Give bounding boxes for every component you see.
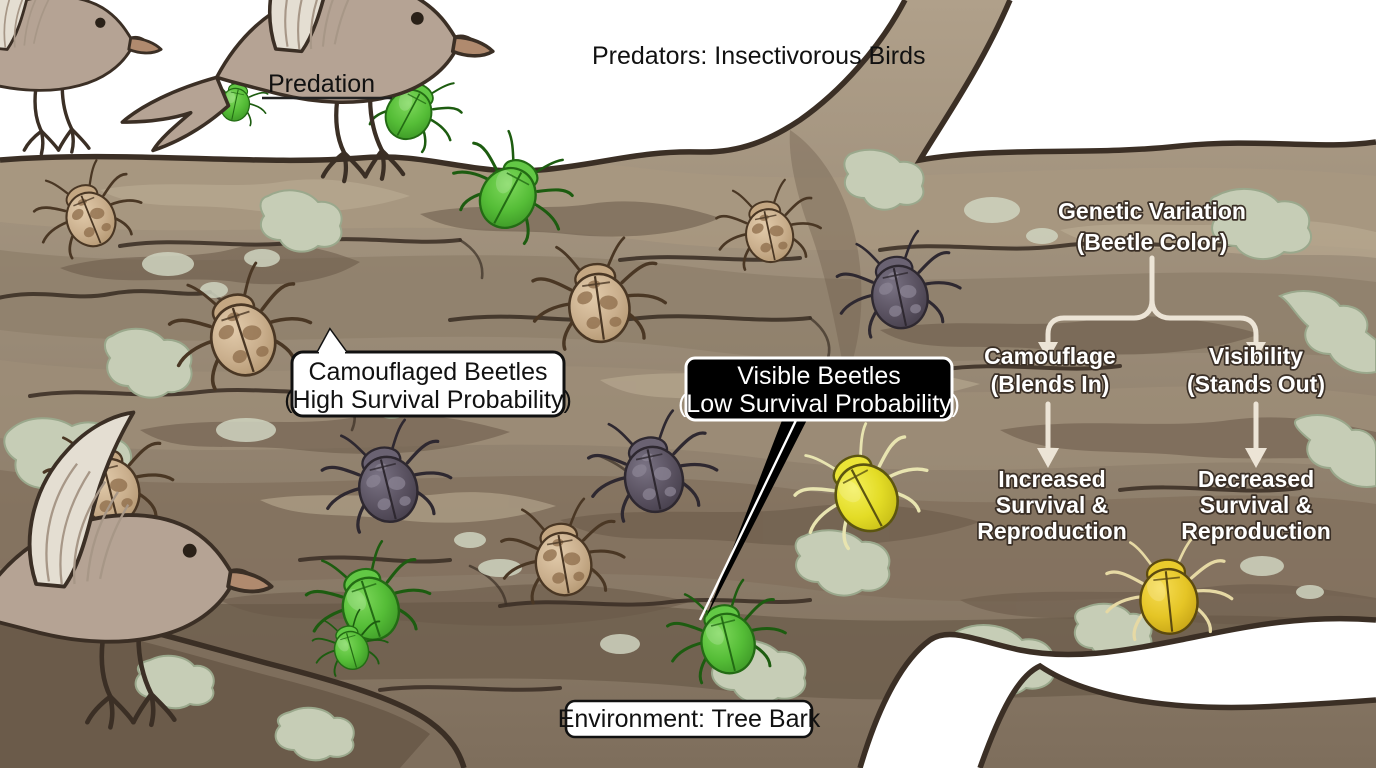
bird-bottom (0, 410, 274, 730)
top-labels: Predators: Insectivorous Birds Predation (262, 42, 925, 100)
beetle-dark (320, 418, 453, 534)
beetle-population (32, 58, 1234, 685)
flow-visibility-line1: Visibility (1209, 343, 1303, 369)
flow-connector-right (1149, 297, 1259, 347)
bird-top-mid (120, 0, 495, 184)
environment-label-box (564, 699, 814, 739)
beetle-green (311, 608, 389, 677)
flow-arrowheads (1037, 342, 1267, 468)
beetle-camouflaged (531, 236, 668, 351)
callout-visible-line1: Visible Beetles (737, 362, 901, 390)
flow-root-line2: (Beetle Color) (1077, 229, 1228, 255)
beetle-yellow (793, 422, 929, 551)
branch-upper-right-edge (914, 0, 1376, 164)
beetle-gold (1105, 534, 1234, 642)
callout-visible-box (684, 356, 954, 422)
flow-root-line1: Genetic Variation (1058, 198, 1246, 224)
beetle-dark (586, 409, 719, 523)
bird-population (0, 0, 495, 730)
beetle-camouflaged (500, 497, 626, 605)
environment-label-text: Environment: Tree Bark (558, 705, 821, 733)
predators-label: Predators: Insectivorous Birds (592, 42, 925, 70)
flow-outcome-left-line1: Increased (998, 466, 1105, 492)
beetle-camouflaged (167, 261, 313, 391)
beetle-green (452, 129, 574, 245)
beetle-camouflaged (32, 159, 143, 260)
bird-top-left (0, 0, 163, 156)
callout-camouflaged-box (290, 350, 566, 418)
flow-outcome-left-line2: Survival & (996, 492, 1109, 518)
branch-top-edge (0, 0, 908, 174)
flow-outcome-right-line1: Decreased (1198, 466, 1314, 492)
callout-camouflaged-line2: (High Survival Probability) (284, 386, 572, 414)
branch-fork-lower-edge (977, 662, 1376, 768)
flow-visibility-line2: (Stands Out) (1187, 371, 1325, 397)
beetle-green (666, 578, 787, 685)
environment-label[interactable]: Environment: Tree Bark (558, 699, 821, 739)
branch-lower-right-edge (857, 615, 1376, 768)
flow-diagram: Genetic Variation (Beetle Color) Camoufl… (976, 196, 1333, 545)
flow-camouflage-line2: (Blends In) (991, 371, 1110, 397)
predation-label: Predation (268, 70, 375, 98)
callout-camouflaged-line1: Camouflaged Beetles (308, 358, 547, 386)
callout-visible-tail (706, 410, 812, 618)
flow-outcome-right-line2: Survival & (1200, 492, 1313, 518)
callout-visible[interactable]: Visible Beetles (Low Survival Probabilit… (678, 356, 960, 621)
callout-camouflaged[interactable]: Camouflaged Beetles (High Survival Proba… (284, 327, 572, 418)
flow-outcome-right-line3: Reproduction (1181, 518, 1331, 544)
flow-camouflage-line1: Camouflage (984, 343, 1116, 369)
beetle-green (304, 540, 432, 654)
beetle-dark (835, 229, 962, 339)
callout-visible-line2: (Low Survival Probability) (678, 390, 960, 418)
beetle-camouflaged (715, 178, 822, 271)
flow-outcome-left-line3: Reproduction (977, 518, 1127, 544)
